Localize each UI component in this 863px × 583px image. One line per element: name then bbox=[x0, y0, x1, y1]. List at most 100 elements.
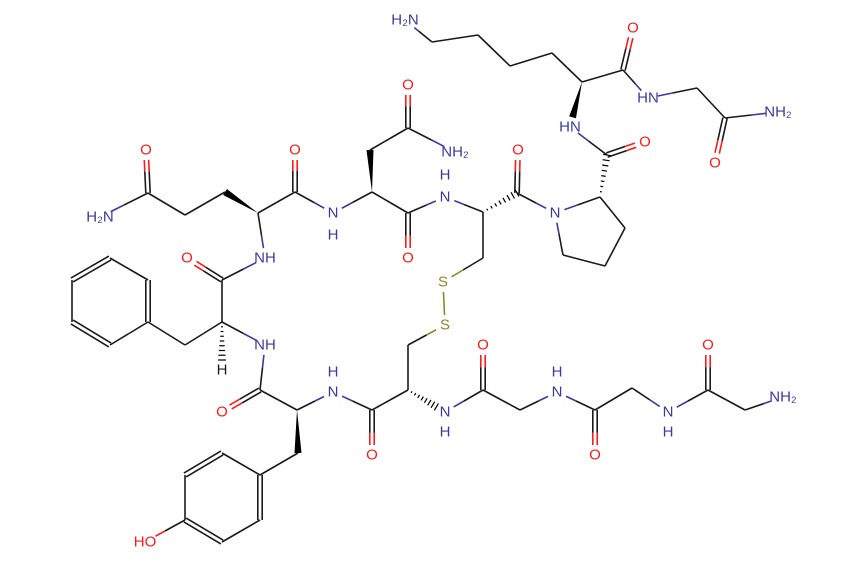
bond bbox=[696, 87, 712, 104]
hash-bond bbox=[599, 153, 612, 193]
bond bbox=[240, 519, 261, 532]
bond bbox=[147, 192, 167, 205]
bond bbox=[341, 201, 353, 209]
nitrogen-atom-label: NH₂ bbox=[764, 104, 792, 121]
bond bbox=[407, 204, 427, 214]
bond bbox=[231, 402, 243, 410]
bond bbox=[622, 69, 637, 85]
bond bbox=[203, 321, 223, 335]
bond bbox=[89, 255, 110, 268]
bond bbox=[604, 246, 616, 267]
bond bbox=[407, 127, 432, 141]
nitrogen-atom-label: HN bbox=[637, 90, 659, 107]
bond bbox=[204, 454, 224, 467]
bond bbox=[72, 319, 93, 333]
hydrogen-atom-label: H bbox=[663, 424, 674, 441]
bond bbox=[259, 389, 279, 401]
hash-bond bbox=[486, 189, 520, 211]
oxygen-atom-label: O bbox=[512, 142, 524, 159]
bond bbox=[629, 38, 634, 50]
hydrogen-atom-label: H bbox=[440, 424, 451, 441]
nitrogen-atom-label: N bbox=[552, 384, 563, 401]
bond bbox=[147, 159, 150, 172]
hash-bond bbox=[410, 390, 439, 411]
bond bbox=[260, 235, 265, 249]
bond bbox=[724, 114, 752, 119]
bond bbox=[352, 191, 373, 204]
bond bbox=[109, 257, 130, 270]
bond bbox=[204, 191, 226, 205]
bond bbox=[431, 37, 456, 43]
bond bbox=[501, 399, 521, 411]
nitrogen-atom-label: N bbox=[328, 205, 339, 222]
bond bbox=[614, 227, 626, 248]
bond bbox=[155, 530, 166, 537]
bond bbox=[451, 269, 464, 278]
hash-bond bbox=[218, 326, 226, 361]
bond bbox=[717, 117, 724, 141]
bond bbox=[413, 26, 420, 32]
bond bbox=[577, 196, 601, 206]
bond bbox=[257, 212, 263, 236]
bond bbox=[388, 127, 409, 140]
hydrogen-atom-label: H bbox=[328, 227, 339, 244]
bond bbox=[91, 259, 112, 272]
bond bbox=[672, 87, 698, 94]
bond bbox=[243, 261, 257, 270]
oxygen-atom-label: O bbox=[639, 134, 651, 151]
bond bbox=[477, 34, 495, 52]
bond bbox=[624, 49, 631, 71]
bond bbox=[341, 395, 353, 402]
bond bbox=[70, 323, 91, 337]
bond bbox=[676, 400, 689, 408]
bond bbox=[257, 201, 277, 214]
bond bbox=[620, 48, 627, 70]
bond bbox=[454, 199, 465, 206]
bond bbox=[239, 387, 260, 400]
bond bbox=[530, 52, 553, 61]
bond bbox=[221, 452, 242, 465]
bond bbox=[565, 395, 577, 402]
bond bbox=[70, 266, 91, 279]
bond bbox=[562, 254, 585, 262]
nitrogen-atom-label: H₂N bbox=[86, 209, 114, 226]
bond bbox=[514, 171, 517, 193]
bond bbox=[109, 332, 130, 346]
bond bbox=[577, 132, 589, 142]
bond bbox=[594, 398, 614, 411]
bond bbox=[575, 400, 596, 411]
bond bbox=[91, 330, 112, 344]
nitrogen-atom-label: NH₂ bbox=[441, 144, 469, 161]
nitrogen-atom-label: N bbox=[550, 205, 561, 222]
bond bbox=[687, 389, 709, 402]
bond bbox=[201, 532, 222, 545]
bond bbox=[519, 400, 539, 411]
bond bbox=[602, 69, 624, 77]
bond bbox=[166, 203, 186, 216]
bond bbox=[294, 191, 315, 204]
oxygen-atom-label: O bbox=[402, 250, 414, 267]
bond bbox=[204, 528, 224, 541]
bond bbox=[196, 260, 207, 268]
bond bbox=[583, 259, 606, 267]
bond bbox=[221, 321, 244, 335]
bond bbox=[426, 200, 437, 206]
oxygen-atom-label: O bbox=[709, 155, 721, 172]
bond bbox=[389, 201, 409, 214]
nitrogen-atom-label: N bbox=[663, 404, 674, 421]
nitrogen-atom-label: N bbox=[440, 189, 451, 206]
bond bbox=[144, 171, 147, 194]
bond bbox=[241, 391, 262, 404]
sulfur-atom-label: S bbox=[438, 274, 448, 291]
bond bbox=[588, 140, 608, 156]
bond bbox=[72, 270, 93, 283]
oxygen-atom-label: HO bbox=[134, 534, 157, 551]
bond bbox=[599, 196, 614, 214]
bond bbox=[417, 30, 433, 43]
bond bbox=[558, 233, 564, 256]
oxygen-atom-label: O bbox=[216, 404, 228, 421]
bond bbox=[243, 332, 257, 341]
bond bbox=[221, 530, 242, 543]
oxygen-atom-label: O bbox=[589, 447, 601, 464]
